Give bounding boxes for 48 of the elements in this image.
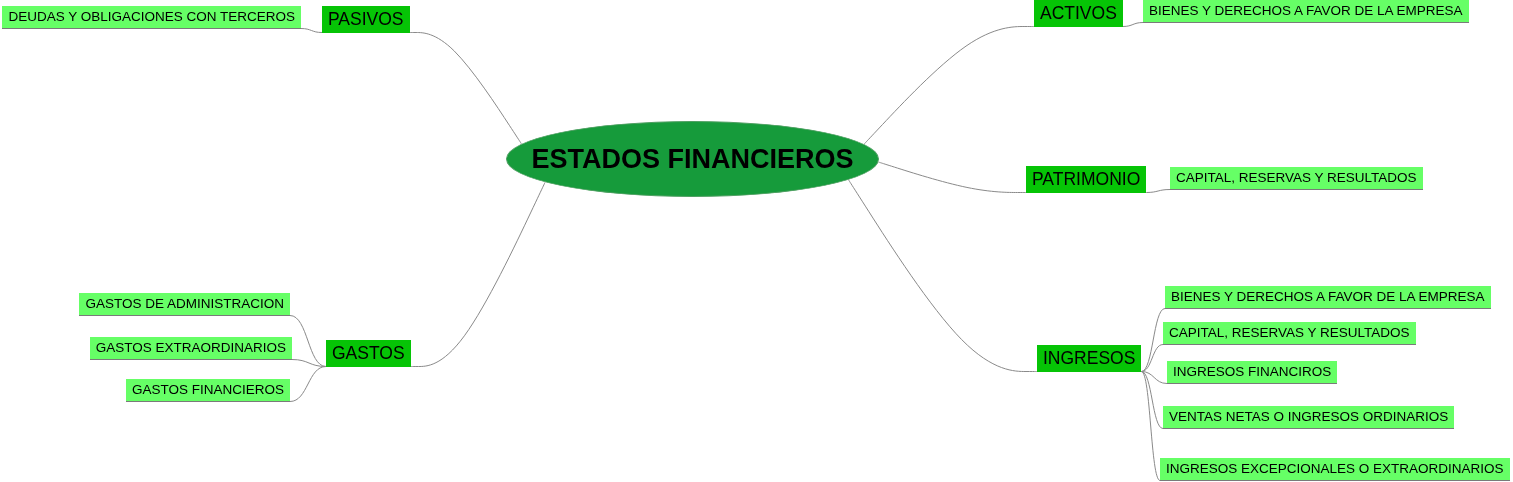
topic-box xyxy=(1034,0,1123,27)
subtopic-label: VENTAS NETAS O INGRESOS ORDINARIOS xyxy=(1169,409,1449,424)
subtopic-box xyxy=(125,379,290,402)
connector-line xyxy=(1140,371,1168,384)
connector-line xyxy=(289,315,327,367)
connector-line xyxy=(863,26,1035,145)
subtopic-label: BIENES Y DERECHOS A FAVOR DE LA EMPRESA xyxy=(1149,3,1463,18)
subtopic-box xyxy=(2,6,301,29)
subtopic-box xyxy=(1163,322,1416,345)
connector-line xyxy=(410,181,546,367)
subtopic-box xyxy=(1163,406,1455,429)
subtopic-box xyxy=(1167,361,1338,384)
subtopic-label: GASTOS EXTRAORDINARIOS xyxy=(95,340,286,355)
connector-line xyxy=(1145,189,1171,193)
subtopic-label: GASTOS DE ADMINISTRACION xyxy=(85,296,284,311)
topic-box xyxy=(1026,166,1147,193)
subtopic-label: INGRESOS FINANCIROS xyxy=(1173,364,1332,379)
connector-line xyxy=(1140,371,1161,481)
connector-line xyxy=(1140,344,1164,372)
subtopic-label: INGRESOS EXCEPCIONALES O EXTRAORDINARIOS xyxy=(1166,461,1504,476)
topic-box xyxy=(1037,345,1142,372)
connector-line xyxy=(1122,22,1144,27)
subtopic-box xyxy=(1143,0,1469,23)
subtopic-label: GASTOS FINANCIEROS xyxy=(131,382,284,397)
subtopic-label: CAPITAL, RESERVAS Y RESULTADOS xyxy=(1169,325,1410,340)
subtopic-label: DEUDAS Y OBLIGACIONES CON TERCEROS xyxy=(8,9,295,24)
topic-box xyxy=(326,340,411,367)
subtopic-box xyxy=(89,337,292,360)
topic-label: PASIVOS xyxy=(328,9,404,29)
connector-line xyxy=(877,161,1027,193)
topic-label: PATRIMONIO xyxy=(1032,169,1141,189)
subtopic-box xyxy=(1170,167,1423,190)
topic-label: GASTOS xyxy=(332,343,405,363)
subtopic-box xyxy=(1160,458,1510,481)
subtopic-label: BIENES Y DERECHOS A FAVOR DE LA EMPRESA xyxy=(1171,289,1485,304)
connector-line xyxy=(1140,308,1166,372)
connector-line xyxy=(289,366,327,402)
topic-box xyxy=(322,6,410,33)
topic-label: ACTIVOS xyxy=(1040,3,1117,23)
subtopic-label: CAPITAL, RESERVAS Y RESULTADOS xyxy=(1176,170,1417,185)
connector-line xyxy=(1140,371,1164,429)
connector-line xyxy=(409,32,522,145)
central-title: ESTADOS FINANCIEROS xyxy=(531,143,854,175)
subtopic-box xyxy=(1165,286,1491,309)
connector-line xyxy=(300,28,323,33)
subtopic-box xyxy=(79,293,290,316)
connector-line xyxy=(848,179,1038,372)
topic-label: INGRESOS xyxy=(1043,348,1136,368)
